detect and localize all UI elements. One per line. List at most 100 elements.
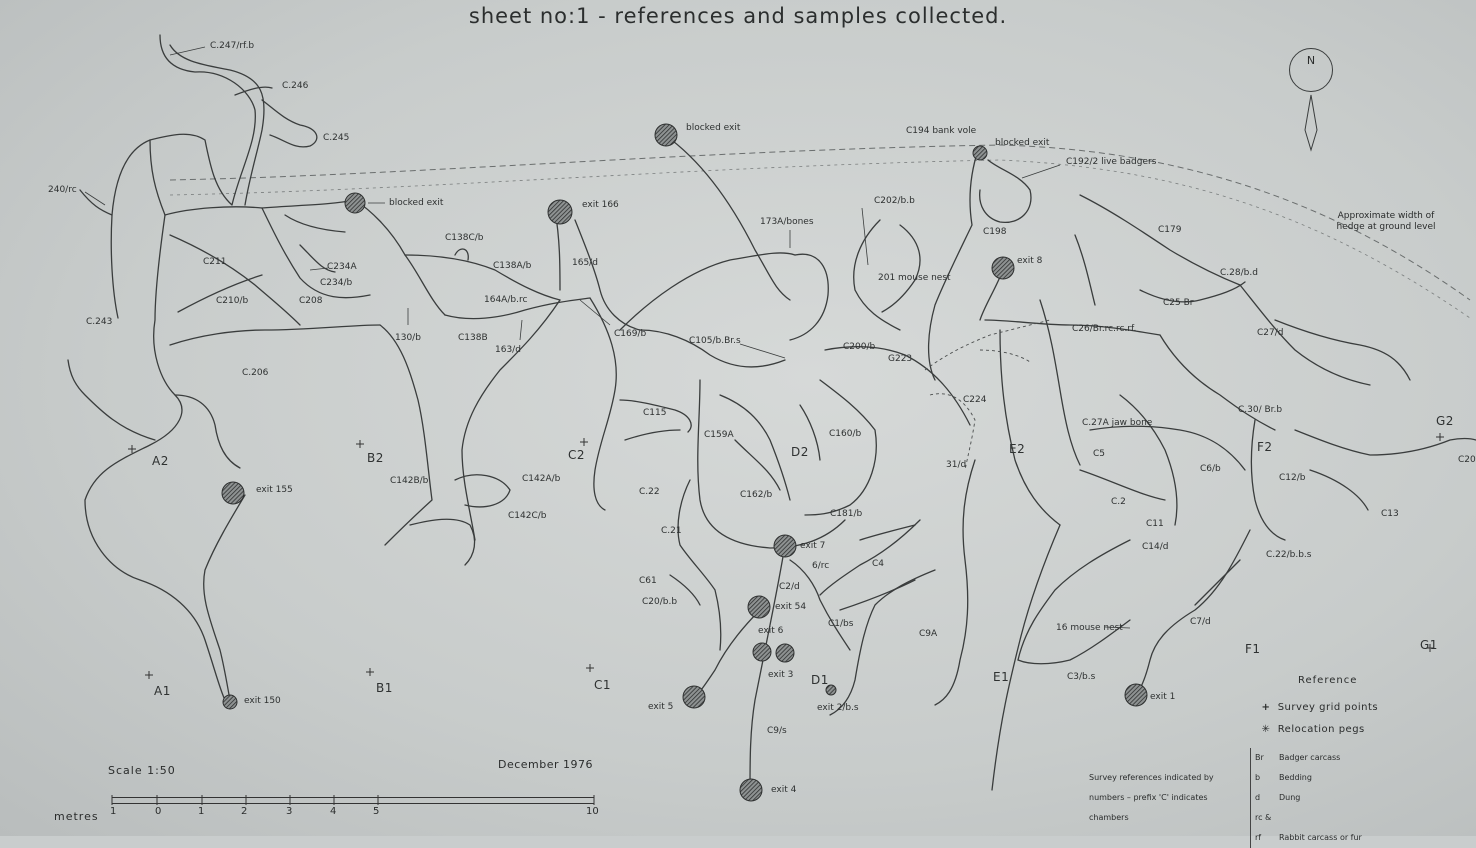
map-annotation: C14/d [1142, 542, 1169, 552]
map-annotation: blocked exit [389, 198, 444, 208]
map-annotation: C160/b [829, 429, 862, 439]
map-annotation: C.206 [242, 368, 269, 378]
map-annotation: blocked exit [995, 138, 1050, 148]
scale-tick-label: 3 [286, 806, 293, 817]
map-annotation: C142C/b [508, 511, 547, 521]
grid-point-label: A1 [154, 684, 171, 698]
hedge-line [169, 144, 1471, 301]
map-annotation: 240/rc [48, 185, 77, 195]
grid-point-label: A2 [152, 454, 169, 468]
map-annotation: C26/Br.rc.rc.rf. [1072, 324, 1137, 334]
map-annotation: 16 mouse nest [1056, 623, 1123, 633]
map-annotation: exit 8 [1017, 256, 1043, 266]
map-annotation: 164A/b.rc [484, 295, 528, 305]
map-annotation: C179 [1158, 225, 1182, 235]
date-label: December 1976 [498, 758, 594, 771]
abbr-value: Bedding [1279, 773, 1312, 782]
map-annotation: exit 150 [244, 696, 281, 706]
map-annotation: C162/b [740, 490, 773, 500]
map-annotation: exit 166 [582, 200, 619, 210]
map-annotation: C.28/b.d [1220, 268, 1258, 278]
scale-tick-label: 1 [198, 806, 205, 817]
map-annotation: C27/d [1257, 328, 1284, 338]
map-annotation: exit 3 [768, 670, 794, 680]
map-annotation: C194 bank vole [906, 126, 977, 136]
compass-ring [1289, 48, 1333, 92]
scale-tick-label: 5 [373, 806, 380, 817]
map-annotation: C181/b [830, 509, 863, 519]
grid-point-label: G1 [1420, 638, 1438, 652]
grid-crosses [128, 433, 1444, 679]
map-annotation: exit 54 [775, 602, 807, 612]
abbr-value: Badger carcass [1279, 753, 1341, 762]
map-annotation: C142B/b [390, 476, 429, 486]
leader-lines [84, 46, 1131, 629]
metres-label: metres [54, 810, 99, 823]
map-annotation: C192/2 live badgers [1066, 157, 1157, 167]
map-annotation: C20 [1458, 455, 1476, 465]
scale-tick-label: 1 [110, 806, 117, 817]
map-annotation: C115 [643, 408, 667, 418]
scale-label: Scale 1:50 [108, 764, 176, 777]
grid-point-label: B1 [376, 681, 393, 695]
map-annotation: C.27A jaw bone [1082, 418, 1153, 428]
north-label: N [1306, 54, 1316, 67]
map-annotation: C7/d [1190, 617, 1211, 627]
map-annotation: 173A/bones [760, 217, 814, 227]
map-annotation: C224 [963, 395, 987, 405]
map-annotation: 6/rc [812, 561, 830, 571]
legend-grid-points-label: Survey grid points [1277, 702, 1379, 713]
map-annotation: C210/b [216, 296, 249, 306]
map-annotation: C4 [872, 559, 885, 569]
map-annotation: C20/b.b [642, 597, 678, 607]
map-annotation: exit 1 [1150, 692, 1176, 702]
grid-point-label: C2 [568, 448, 586, 462]
map-annotation: C.22 [639, 487, 660, 497]
map-annotation: exit 155 [256, 485, 293, 495]
abbr-key: rc & rf [1255, 813, 1272, 842]
scale-tick-label: 0 [155, 806, 162, 817]
scale-tick-label: 10 [586, 806, 599, 817]
map-annotation: 130/b [395, 333, 421, 343]
map-annotation: C234A [327, 262, 357, 272]
map-annotation: C12/b [1279, 473, 1306, 483]
map-annotation: C9A [919, 629, 938, 639]
abbr-key: Br [1255, 753, 1264, 762]
map-annotation: C208 [299, 296, 323, 306]
map-annotation: C169/b [614, 329, 647, 339]
asterisk-icon: ✳ [1261, 724, 1271, 735]
map-annotation: C198 [983, 227, 1007, 237]
map-annotation: C2/d [779, 582, 800, 592]
map-annotation: exit 2/b.s [817, 703, 859, 713]
abbr-row: Br Badger carcass [1255, 748, 1362, 768]
survey-note: Survey references indicated by numbers –… [1089, 768, 1214, 828]
map-annotation: C.22/b.b.s [1266, 550, 1312, 560]
map-annotation: C9/s [767, 726, 787, 736]
map-annotation: blocked exit [686, 123, 741, 133]
map-annotation: C11 [1146, 519, 1164, 529]
legend-grid-points: + Survey grid points [1258, 702, 1378, 713]
abbr-value: Dung [1279, 793, 1301, 802]
grid-point-label: C1 [594, 678, 612, 692]
grid-point-label: D1 [811, 673, 829, 687]
map-annotation: C105/b.Br.s [689, 336, 741, 346]
map-annotation: C.21 [661, 526, 682, 536]
legend-pegs-label: Relocation pegs [1277, 724, 1365, 735]
survey-note-line: numbers – prefix 'C' indicates [1089, 793, 1208, 802]
map-annotation: 31/d [946, 460, 967, 470]
grid-point-label: D2 [791, 445, 809, 459]
map-annotation: C3/b.s [1067, 672, 1096, 682]
map-annotation: 163/d [495, 345, 521, 355]
map-annotation: exit 7 [800, 541, 826, 551]
map-annotation: G223 [888, 354, 913, 364]
map-annotation: C138A/b [493, 261, 532, 271]
map-annotation: C138B [458, 333, 488, 343]
map-annotation: C.30/ Br.b [1238, 405, 1283, 415]
map-annotation: exit 5 [648, 702, 674, 712]
map-annotation: C202/b.b [874, 196, 915, 206]
map-annotation: C.243 [86, 317, 113, 327]
map-annotation: C5 [1093, 449, 1106, 459]
abbr-key: d [1255, 793, 1261, 802]
